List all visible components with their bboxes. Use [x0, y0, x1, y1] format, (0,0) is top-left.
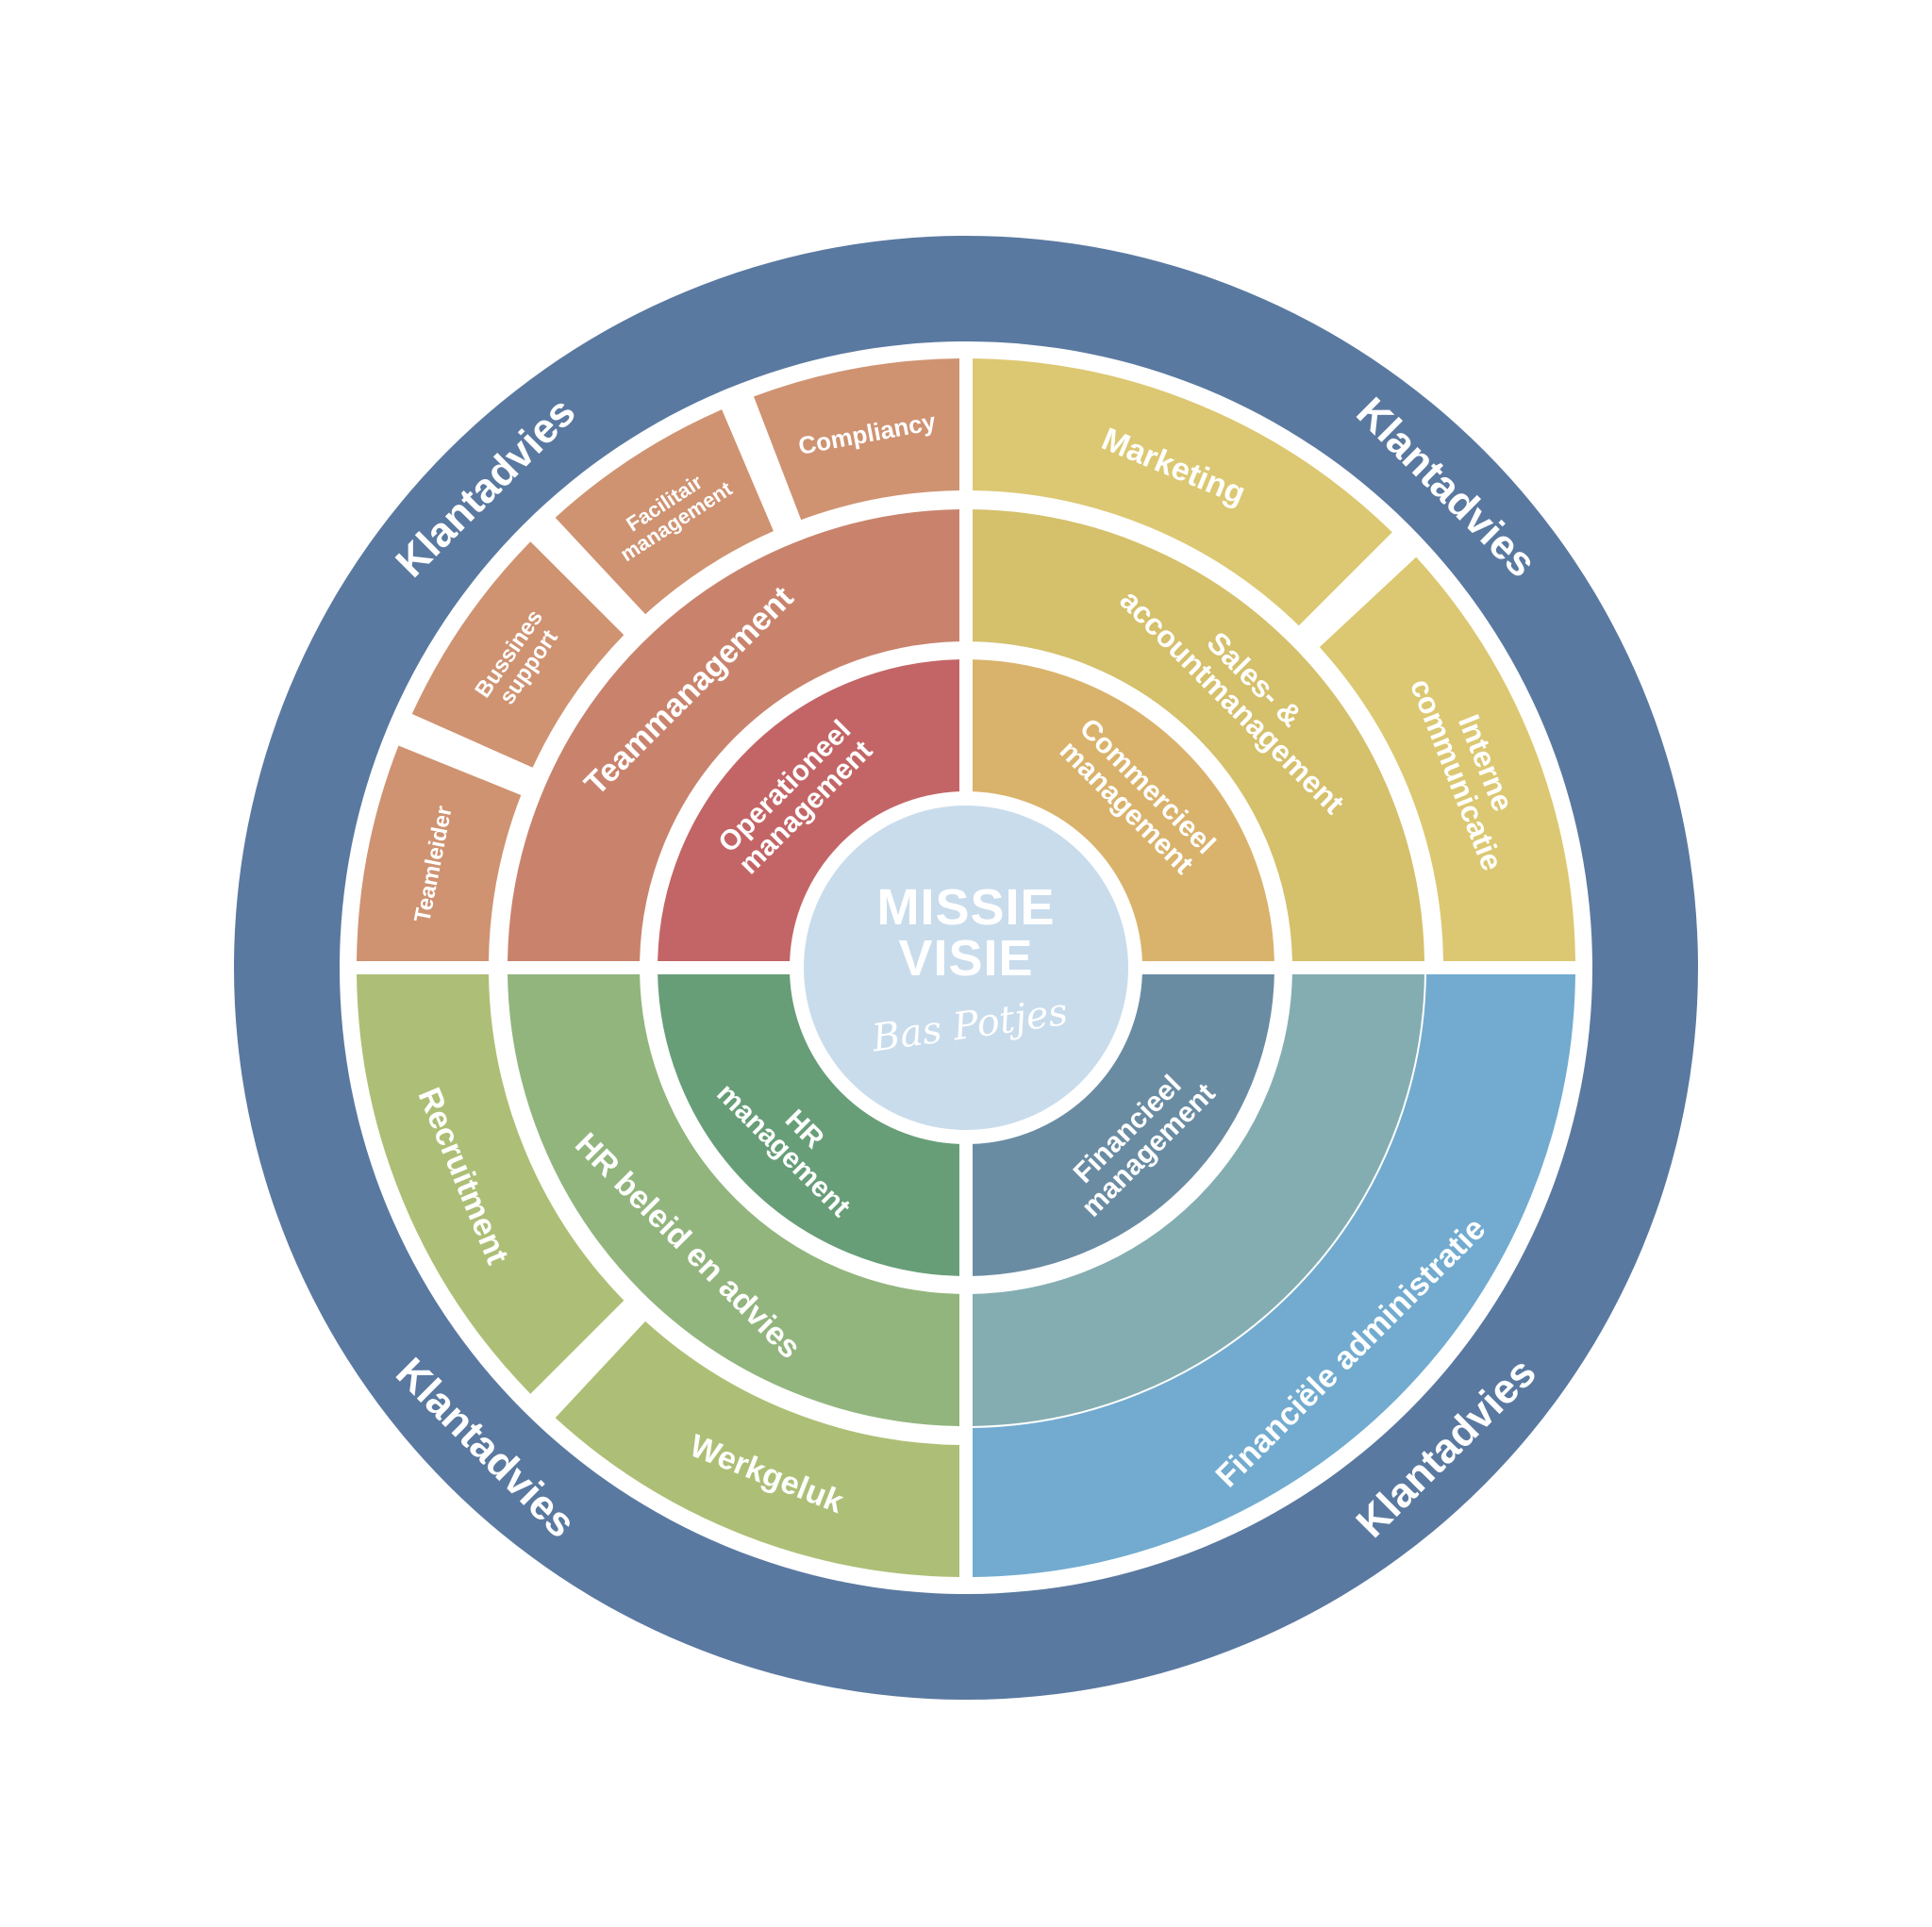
center-title-line2: VISIE: [898, 930, 1033, 987]
segment-financieel-management: [971, 972, 1276, 1278]
segment-werkgeluk: [553, 1319, 961, 1579]
segment-marketing: [971, 357, 1395, 628]
segment-bussines-support: [409, 539, 626, 771]
segment-compliancy: [751, 357, 961, 523]
center-circle: [804, 806, 1128, 1130]
segment-financieel-middle: [971, 972, 1426, 1428]
segment-operationeel-management: [656, 657, 961, 963]
segment-sales-accountmanagement: [971, 507, 1426, 963]
segment-teammanagement: [506, 507, 961, 963]
center-title-line1: MISSIE: [876, 879, 1055, 936]
segment-recruitment: [355, 972, 626, 1397]
segment-facilitair-management: [553, 407, 776, 617]
segment-commercieel-management: [971, 657, 1276, 963]
segment-teamleider: [355, 743, 524, 963]
segment-hr-beleid-en-advies: [506, 972, 961, 1428]
segment-layer: [355, 357, 1577, 1579]
segment-hr-management: [656, 972, 961, 1278]
segment-interne-communicatie: [1317, 555, 1577, 963]
